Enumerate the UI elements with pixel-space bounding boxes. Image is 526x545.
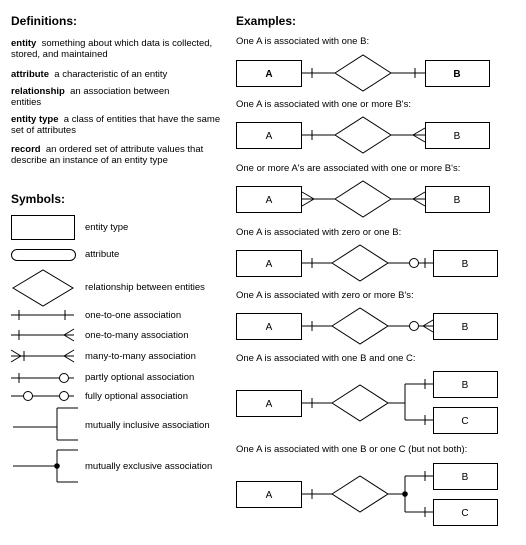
entity-b-label: B — [453, 69, 460, 80]
entity-b-box — [433, 371, 498, 398]
example-caption: One A is associated with one or more B's… — [236, 99, 412, 110]
definitions-heading: Definitions: — [11, 14, 77, 28]
relationship-label: relationship between entities — [85, 282, 205, 293]
definition-entity: entity something about which data is col… — [11, 38, 226, 60]
definition-record: record an ordered set of attribute value… — [11, 144, 226, 166]
definition-text: a class of entities that have the same s… — [11, 114, 221, 136]
one-to-many-symbol — [11, 328, 75, 342]
definition-text: an ordered set of attribute values that … — [11, 144, 204, 166]
many-to-many-label: many-to-many association — [85, 351, 196, 362]
entity-type-symbol — [11, 215, 75, 240]
definition-term: entity type — [11, 114, 59, 125]
entity-b-label: B — [454, 131, 461, 142]
entity-c-box — [433, 407, 498, 434]
relationship-diamond — [334, 116, 392, 154]
entity-b-label: B — [454, 195, 461, 206]
example-caption: One A is associated with one B: — [236, 36, 370, 47]
entity-b-box — [433, 313, 498, 340]
entity-b-label: B — [462, 380, 469, 391]
entity-b-box — [425, 186, 490, 213]
entity-b-box — [425, 60, 490, 87]
example-caption: One A is associated with zero or more B'… — [236, 290, 414, 301]
entity-b-label: B — [462, 259, 469, 270]
definition-term: attribute — [11, 69, 49, 80]
mutually-exclusive-label: mutually exclusive association — [85, 461, 213, 472]
one-to-one-label: one-to-one association — [85, 310, 182, 321]
entity-a-box — [236, 313, 302, 340]
relationship-symbol — [12, 269, 74, 307]
attribute-label: attribute — [85, 249, 120, 260]
entity-type-label: entity type — [85, 222, 129, 233]
mutually-inclusive-label: mutually inclusive association — [85, 420, 210, 431]
entity-b-label: B — [462, 472, 469, 483]
entity-a-label: A — [266, 322, 273, 333]
definition-entity-type: entity type a class of entities that hav… — [11, 114, 226, 136]
definition-term: relationship — [11, 86, 65, 97]
example-zero-or-more — [236, 307, 498, 345]
symbols-heading: Symbols: — [11, 192, 66, 206]
example-one-b-or-one-c — [236, 463, 498, 526]
example-caption: One A is associated with one B or one C … — [236, 444, 468, 455]
example-one-to-one — [236, 54, 490, 92]
entity-c-label: C — [461, 508, 468, 519]
definition-relationship: relationship an association between enti… — [11, 86, 201, 108]
example-caption: One A is associated with one B and one C… — [236, 353, 416, 364]
attribute-symbol — [11, 249, 76, 261]
entity-b-box — [433, 250, 498, 277]
definition-text: an association between entities — [11, 86, 170, 108]
entity-a-label: A — [265, 69, 272, 80]
definition-attribute: attribute a characteristic of an entity — [11, 69, 226, 80]
relationship-diamond — [334, 180, 392, 218]
entity-b-box — [433, 463, 498, 490]
entity-a-label: A — [266, 490, 273, 501]
partly-optional-label: partly optional association — [85, 372, 195, 383]
entity-c-box — [433, 499, 498, 526]
relationship-diamond — [331, 384, 389, 422]
mutually-inclusive-symbol — [13, 407, 78, 441]
entity-a-box — [236, 390, 302, 417]
entity-a-box — [236, 250, 302, 277]
definition-text: a characteristic of an entity — [54, 69, 168, 80]
entity-a-box — [236, 481, 302, 508]
entity-a-box — [236, 60, 302, 87]
entity-b-label: B — [462, 322, 469, 333]
relationship-diamond — [331, 475, 389, 513]
entity-b-box — [425, 122, 490, 149]
example-caption: One or more A's are associated with one … — [236, 163, 461, 174]
example-one-b-and-one-c — [236, 371, 498, 434]
example-caption: One A is associated with zero or one B: — [236, 227, 402, 238]
partly-optional-symbol — [11, 373, 74, 383]
entity-a-box — [236, 186, 302, 213]
example-zero-or-one — [236, 244, 498, 282]
many-to-many-symbol — [10, 349, 75, 363]
definition-term: record — [11, 144, 41, 155]
entity-a-box — [236, 122, 302, 149]
one-to-one-symbol — [11, 310, 74, 320]
entity-a-label: A — [266, 259, 273, 270]
fully-optional-symbol — [11, 391, 74, 401]
relationship-diamond — [334, 54, 392, 92]
relationship-diamond — [331, 307, 389, 345]
example-many-to-many — [236, 180, 490, 218]
one-to-many-label: one-to-many association — [85, 330, 189, 341]
entity-a-label: A — [266, 195, 273, 206]
definition-text: something about which data is collected,… — [11, 38, 213, 60]
example-one-to-many — [236, 116, 490, 154]
entity-a-label: A — [266, 399, 273, 410]
examples-heading: Examples: — [236, 14, 297, 28]
entity-a-label: A — [266, 131, 273, 142]
relationship-diamond — [331, 244, 389, 282]
definition-term: entity — [11, 38, 37, 49]
mutually-exclusive-symbol — [13, 449, 78, 483]
entity-c-label: C — [461, 416, 468, 427]
fully-optional-label: fully optional association — [85, 391, 188, 402]
